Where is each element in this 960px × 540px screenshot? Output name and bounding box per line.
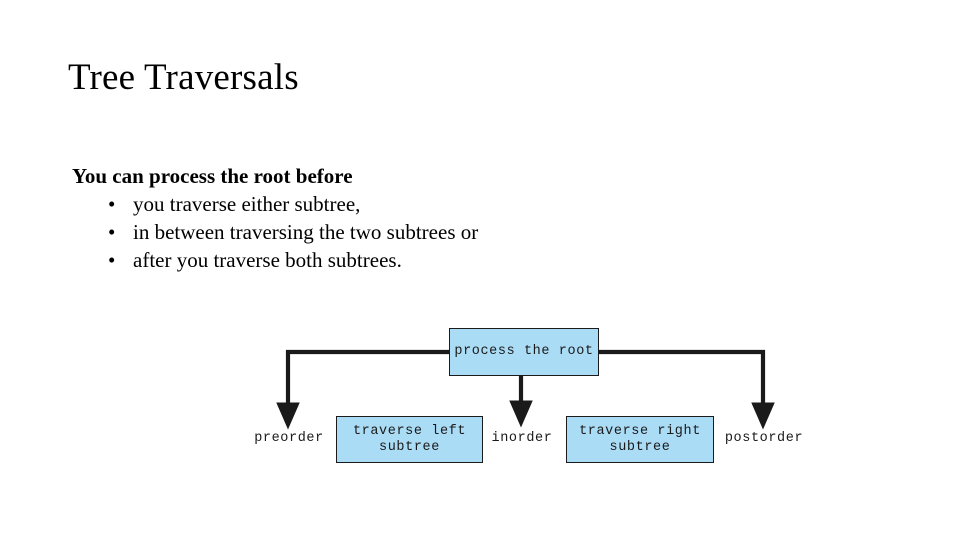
bullet-dot-icon: • [108, 248, 116, 272]
bullet-list: • you traverse either subtree, • in betw… [72, 190, 832, 274]
body-content: You can process the root before • you tr… [72, 162, 832, 274]
label-preorder: preorder [254, 431, 324, 446]
bullet-dot-icon: • [108, 220, 116, 244]
page-title: Tree Traversals [68, 57, 299, 98]
bullet-dot-icon: • [108, 192, 116, 216]
list-item-label: after you traverse both subtrees. [133, 248, 402, 272]
connector-root-to-postorder [599, 349, 775, 430]
list-item: • in between traversing the two subtrees… [72, 218, 832, 246]
label-inorder: inorder [491, 431, 553, 446]
node-traverse-left-subtree: traverse left subtree [336, 416, 483, 463]
connector-root-to-preorder [276, 349, 449, 430]
node-traverse-right-subtree: traverse right subtree [566, 416, 714, 463]
body-lead-text: You can process the root before [72, 164, 353, 188]
list-item: • you traverse either subtree, [72, 190, 832, 218]
node-process-the-root: process the root [449, 328, 599, 376]
list-item: • after you traverse both subtrees. [72, 246, 832, 274]
list-item-label: you traverse either subtree, [133, 192, 361, 216]
label-postorder: postorder [724, 431, 804, 446]
list-item-label: in between traversing the two subtrees o… [133, 220, 479, 244]
